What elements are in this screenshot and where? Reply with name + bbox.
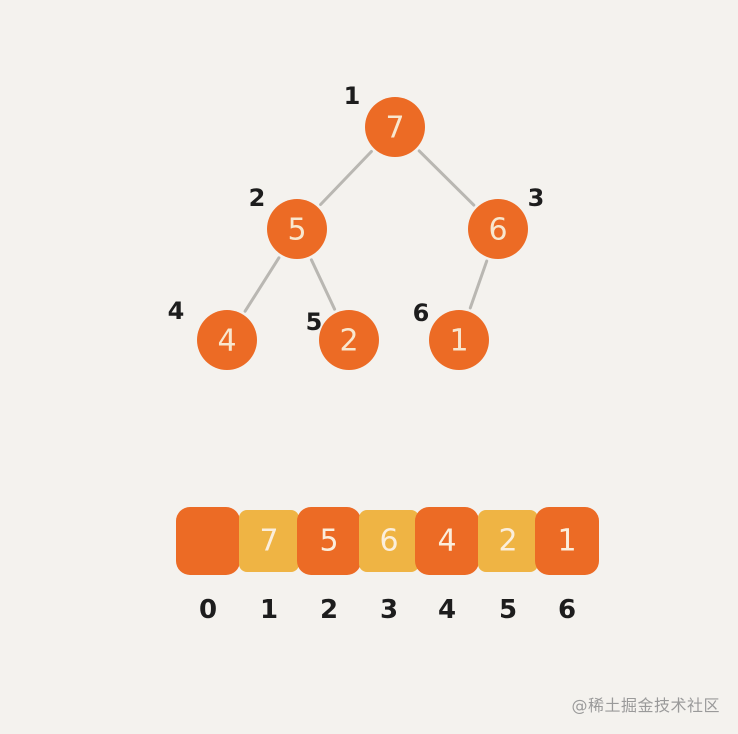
tree-node-index-label: 4 [168,297,185,325]
tree-node-index-label: 3 [528,184,545,212]
array-cell-value: 4 [437,524,456,559]
tree-node-index-label: 1 [344,82,361,110]
array-cell-box [239,510,299,572]
array-cell-value: 1 [557,524,576,559]
array-cell-box [359,510,419,572]
array-cell-box [535,507,599,575]
tree-node-value: 4 [217,324,236,359]
tree-node-value: 6 [488,213,507,248]
tree-node-value: 5 [287,213,306,248]
array-cell-box [415,507,479,575]
array-cell-value: 6 [379,524,398,559]
tree-node-circle [365,97,425,157]
tree-edge-2-4 [243,256,281,313]
array-index-label: 2 [320,595,338,625]
tree-edge-1-3 [417,149,476,207]
tree-node-circle [468,199,528,259]
array-cell-1: 71 [239,510,299,625]
array-cell-2: 52 [297,507,361,625]
tree-edge-3-6 [468,259,489,310]
tree-node-circle [197,310,257,370]
array-index-label: 5 [499,595,517,625]
array-cell-box [297,507,361,575]
tree-node-value: 1 [449,324,468,359]
array-cell-5: 25 [478,510,538,625]
tree-node-value: 2 [339,324,358,359]
array-index-label: 0 [199,595,217,625]
tree-edge-1-2 [319,150,373,206]
array-cell-value: 7 [259,524,278,559]
tree-node-1: 71 [344,82,425,157]
tree-node-circle [319,310,379,370]
tree-edge-2-5 [309,258,337,311]
array-cell-3: 63 [359,510,419,625]
array-cell-4: 44 [415,507,479,625]
array-index-label: 1 [260,595,278,625]
array-cell-6: 16 [535,507,599,625]
tree-node-6: 16 [413,299,489,370]
array-cell-box [176,507,240,575]
tree-node-circle [429,310,489,370]
array-cell-0: 0 [176,507,240,625]
array-index-label: 4 [438,595,456,625]
tree-node-index-label: 5 [306,308,323,336]
tree-node-index-label: 6 [413,299,430,327]
tree-node-index-label: 2 [249,184,266,212]
tree-node-circle [267,199,327,259]
tree-node-2: 52 [249,184,327,259]
array-cell-value: 5 [319,524,338,559]
array-index-label: 6 [558,595,576,625]
tree-edges [243,149,489,313]
array-cell-box [478,510,538,572]
tree-node-4: 44 [168,297,257,370]
array-index-label: 3 [380,595,398,625]
tree-node-3: 63 [468,184,544,259]
watermark: @稀土掘金技术社区 [571,696,720,715]
tree-node-5: 25 [306,308,379,370]
array-cell-value: 2 [498,524,517,559]
tree-node-value: 7 [385,111,404,146]
